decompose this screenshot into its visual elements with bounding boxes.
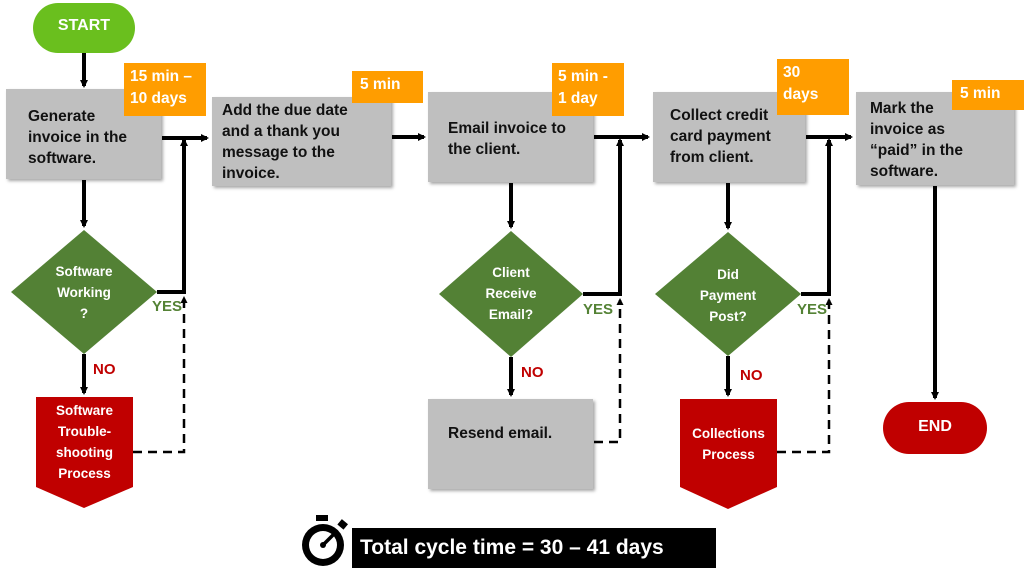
dashed-return-resend [594, 298, 624, 444]
exception-software-troubleshooting [36, 397, 133, 508]
decision-payment-post [655, 232, 801, 356]
time-badge-add-due-date: 5 min [352, 71, 423, 103]
exception-software-troubleshooting-label: Software Trouble- shooting Process [55, 403, 113, 481]
dashed-return-collections [777, 298, 833, 454]
start-label: START [57, 17, 111, 34]
no-label-email: NO [521, 364, 544, 381]
start-terminal [33, 3, 135, 53]
yes-label-software: YES [152, 298, 183, 315]
process-collect-payment: Collect credit card payment from client. [653, 92, 805, 182]
decision-client-receive-email-label: Client Receive Email? [485, 265, 537, 322]
yes-label-email: YES [583, 301, 614, 318]
arrow-email-yes-up [583, 138, 624, 296]
process-add-due-date: Add the due date and a thank you message… [212, 97, 391, 186]
arrow-software-yes-up [157, 138, 188, 294]
time-badge-email: 5 min - 1 day [552, 63, 624, 116]
arrow-payment-yes-up [801, 138, 833, 296]
stopwatch-icon [302, 515, 348, 566]
decision-payment-post-label: Did Payment Post? [699, 267, 757, 324]
no-label-payment: NO [740, 367, 763, 384]
no-label-software: NO [93, 361, 116, 378]
yes-label-payment: YES [797, 301, 828, 318]
exception-collections-label: Collections Process [692, 426, 765, 462]
exception-collections [680, 399, 777, 509]
end-terminal [883, 402, 987, 454]
time-badge-mark-paid: 5 min [952, 80, 1024, 110]
end-label: END [918, 418, 952, 435]
time-badge-collect: 30 days [777, 59, 849, 115]
total-cycle-time-banner: Total cycle time = 30 – 41 days [352, 528, 716, 568]
process-resend-email: Resend email. [428, 399, 593, 489]
time-badge-generate: 15 min – 10 days [124, 63, 206, 116]
decision-client-receive-email [439, 231, 583, 357]
dashed-return-troubleshoot [133, 296, 188, 454]
decision-software-working-label: Software Working ? [55, 264, 113, 321]
decision-software-working [11, 230, 157, 354]
